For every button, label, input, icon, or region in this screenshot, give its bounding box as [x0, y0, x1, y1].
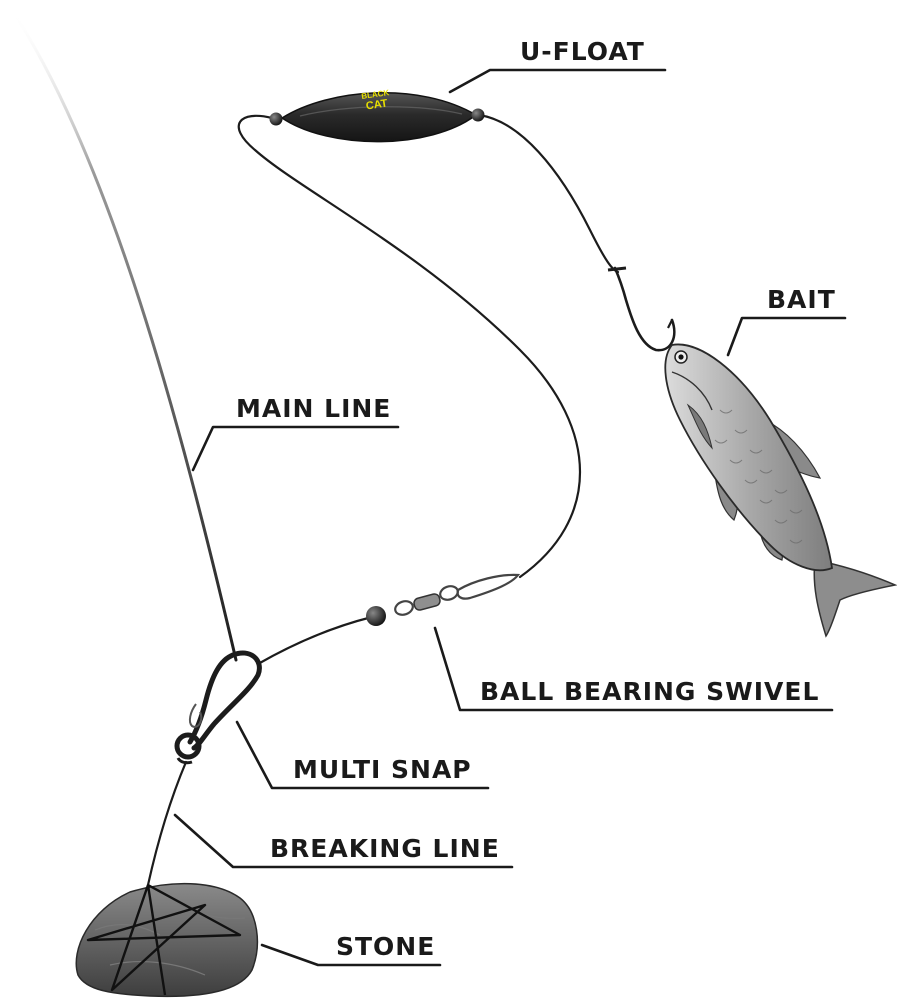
label-multi-snap: MULTI SNAP — [235, 720, 490, 790]
svg-text:U-FLOAT: U-FLOAT — [520, 37, 645, 66]
label-ball-bearing-swivel: BALL BEARING SWIVEL — [433, 626, 834, 712]
label-stone: STONE — [260, 932, 442, 967]
float-leader-line — [237, 114, 582, 579]
ball-bearing-swivel-icon — [366, 573, 521, 626]
svg-text:BREAKING LINE: BREAKING LINE — [270, 834, 500, 863]
label-u-float: U-FLOAT — [448, 37, 667, 94]
multi-snap-icon — [174, 650, 262, 765]
float-bead-left — [269, 112, 283, 126]
fish-tail — [813, 559, 897, 638]
hook-line — [476, 113, 620, 274]
svg-text:MAIN LINE: MAIN LINE — [236, 394, 391, 423]
main-line — [10, 8, 238, 662]
svg-text:BALL BEARING SWIVEL: BALL BEARING SWIVEL — [480, 677, 819, 706]
label-main-line: MAIN LINE — [191, 394, 400, 472]
float-bead-right — [471, 108, 485, 122]
swivel-bead — [366, 606, 386, 626]
u-float: BLACK CAT — [269, 88, 485, 143]
svg-text:BAIT: BAIT — [767, 285, 836, 314]
svg-text:CAT: CAT — [365, 97, 389, 112]
black-cat-logo: BLACK CAT — [361, 88, 390, 112]
hook-icon — [607, 266, 676, 352]
stone-icon — [75, 882, 259, 998]
stone-binding — [86, 883, 242, 996]
svg-text:BLACK: BLACK — [361, 88, 390, 101]
breaking-line — [146, 760, 188, 887]
label-bait: BAIT — [726, 285, 847, 357]
svg-text:MULTI SNAP: MULTI SNAP — [293, 755, 472, 784]
snap-to-swivel-line — [256, 615, 374, 666]
svg-text:STONE: STONE — [336, 932, 435, 961]
label-breaking-line: BREAKING LINE — [173, 813, 514, 869]
bait-fish — [664, 343, 897, 638]
